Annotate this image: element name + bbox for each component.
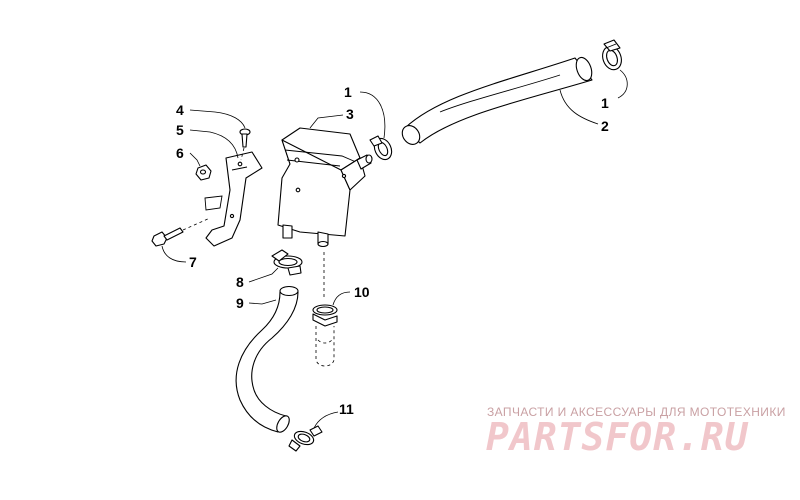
hose-clamp-valve-outlet	[369, 135, 393, 161]
upper-hose	[401, 56, 593, 145]
callout-1-left: 1	[344, 84, 352, 100]
callout-3: 3	[346, 106, 354, 122]
nut	[195, 164, 212, 181]
leader-lines	[161, 69, 628, 429]
screw-top	[239, 128, 251, 161]
callout-9: 9	[236, 295, 244, 311]
watermark-logo: PARTSFOR.RU	[486, 415, 749, 459]
air-valve-box	[277, 127, 373, 248]
hose-clamp-right-with-hose	[312, 252, 338, 367]
callout-2: 2	[601, 118, 609, 134]
callout-5: 5	[176, 122, 184, 138]
mounting-bracket	[204, 151, 263, 247]
callout-1-right: 1	[601, 95, 609, 111]
lower-curved-hose	[235, 285, 299, 433]
hose-clamp-left	[271, 249, 303, 276]
watermark-tagline: ЗАПЧАСТИ И АКСЕССУАРЫ ДЛЯ МОТОТЕХНИКИ	[487, 405, 786, 419]
hose-clamp-top-right	[602, 39, 622, 71]
callout-10: 10	[354, 284, 370, 300]
bolt	[151, 217, 211, 247]
hose-clamp-bottom	[288, 425, 323, 452]
callout-8: 8	[236, 274, 244, 290]
callout-11: 11	[339, 401, 354, 417]
callout-7: 7	[189, 254, 197, 270]
callout-6: 6	[176, 145, 184, 161]
callout-4: 4	[176, 102, 184, 118]
